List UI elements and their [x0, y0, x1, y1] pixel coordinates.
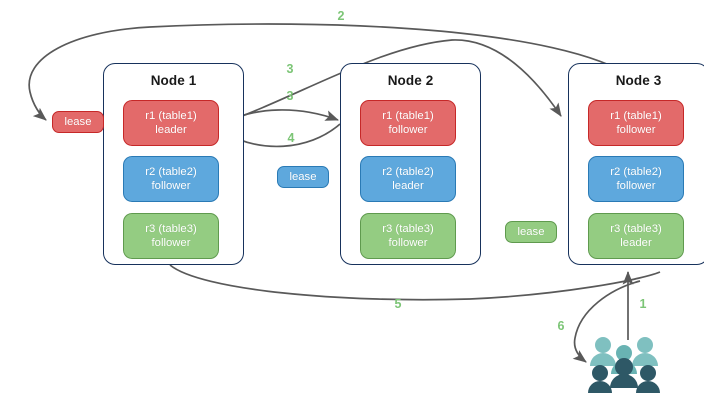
step-3a-label: 3 — [286, 62, 294, 76]
arrow-step-6 — [572, 280, 641, 363]
node-2-replica-r1[interactable]: r1 (table1) follower — [360, 100, 456, 146]
node-3-replica-r3[interactable]: r3 (table3) leader — [588, 213, 684, 259]
lease-blue-badge[interactable]: lease — [277, 166, 329, 188]
step-5-label: 5 — [394, 297, 402, 311]
node-1-replica-r2-line2: follower — [151, 180, 191, 192]
node-1-replica-r1-line1: r1 (table1) — [145, 110, 197, 122]
node-2-replica-r3-line2: follower — [388, 237, 428, 249]
node-1-replica-r1-line2: leader — [155, 124, 187, 136]
node-3-replica-r1-line2: follower — [616, 124, 656, 136]
node-3-replica-r2-line2: follower — [616, 180, 656, 192]
arrow-step-2 — [28, 23, 635, 121]
node-2-replica-r2[interactable]: r2 (table2) leader — [360, 156, 456, 202]
node-2-replica-r3[interactable]: r3 (table3) follower — [360, 213, 456, 259]
step-3b-label: 3 — [286, 89, 294, 103]
step-6-label: 6 — [557, 319, 565, 333]
node-2-replica-r2-line2: leader — [392, 180, 424, 192]
step-2-label: 2 — [337, 9, 345, 23]
node-3-container[interactable]: Node 3 r1 (table1) follower r2 (table2) … — [568, 63, 704, 265]
node-1-replica-r3[interactable]: r3 (table3) follower — [123, 213, 219, 259]
people-group-icon — [588, 337, 660, 393]
arrow-step-5 — [169, 264, 661, 301]
node-1-replica-r1[interactable]: r1 (table1) leader — [123, 100, 219, 146]
lease-green-badge[interactable]: lease — [505, 221, 557, 243]
node-3-replica-r3-line1: r3 (table3) — [610, 223, 662, 235]
arrow-step-3-to-node3 — [220, 39, 562, 125]
node-3-replica-r2[interactable]: r2 (table2) follower — [588, 156, 684, 202]
node-2-replica-r2-line1: r2 (table2) — [382, 166, 434, 178]
node-1-replica-r3-line2: follower — [151, 237, 191, 249]
node-3-replica-r2-line1: r2 (table2) — [610, 166, 662, 178]
node-2-title: Node 2 — [387, 73, 434, 88]
node-2-replica-r3-line1: r3 (table3) — [382, 223, 434, 235]
node-3-replica-r1-line1: r1 (table1) — [610, 110, 662, 122]
node-3-replica-r1[interactable]: r1 (table1) follower — [588, 100, 684, 146]
step-1-label: 1 — [639, 297, 647, 311]
lease-red-badge[interactable]: lease — [52, 111, 104, 133]
node-1-title: Node 1 — [150, 73, 197, 88]
node-1-replica-r3-line1: r3 (table3) — [145, 223, 197, 235]
node-1-container[interactable]: Node 1 r1 (table1) leader r2 (table2) fo… — [103, 63, 244, 265]
node-3-title: Node 3 — [615, 73, 662, 88]
node-1-replica-r2[interactable]: r2 (table2) follower — [123, 156, 219, 202]
node-3-replica-r3-line2: leader — [620, 237, 652, 249]
node-2-replica-r1-line1: r1 (table1) — [382, 110, 434, 122]
node-2-container[interactable]: Node 2 r1 (table1) follower r2 (table2) … — [340, 63, 481, 265]
node-1-replica-r2-line1: r2 (table2) — [145, 166, 197, 178]
step-4-label: 4 — [287, 131, 295, 145]
node-2-replica-r1-line2: follower — [388, 124, 428, 136]
